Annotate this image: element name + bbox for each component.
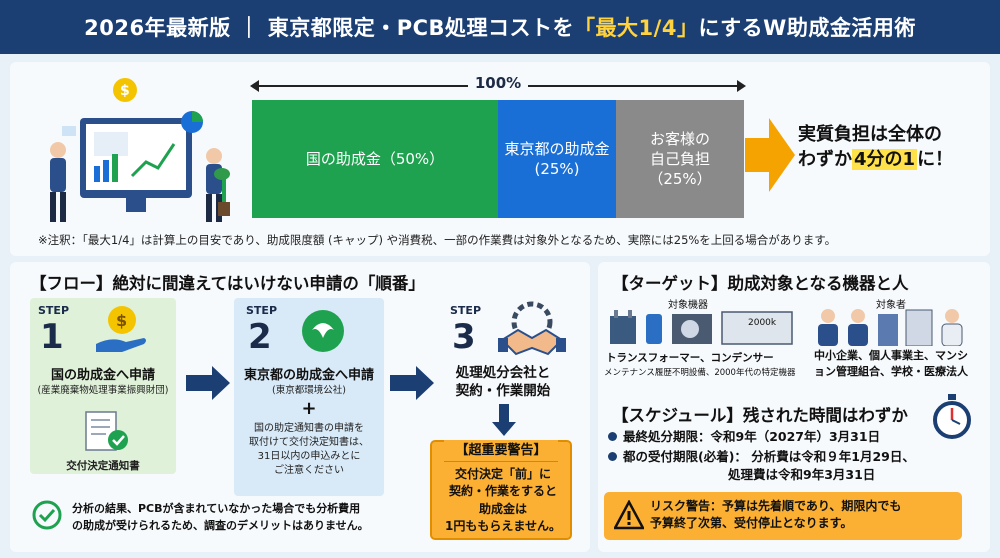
- down-arrow-icon: [492, 404, 516, 436]
- schedule-title: 【スケジュール】残された時間はわずか: [612, 406, 908, 425]
- svg-text:$: $: [116, 311, 127, 330]
- stopwatch-icon: [933, 394, 971, 439]
- step3-title: 処理処分会社と 契約・作業開始: [428, 364, 578, 400]
- step3-number: 3: [452, 317, 476, 357]
- people-icons: [818, 309, 963, 346]
- flow-title: 【フロー】絶対に間違えてはいけない申請の「順番」: [30, 274, 425, 293]
- equipment-heading: 対象機器: [668, 300, 708, 311]
- step3-title-line2: 契約・作業開始: [455, 383, 551, 400]
- flow-arrow-2-icon: [390, 366, 434, 400]
- step2-detail: 国の助定通知書の申請を 取付けて交付決定知書は、 31日以内の申込みとに ご注意…: [234, 422, 384, 478]
- warning-triangle-icon: [614, 500, 644, 530]
- hand-coin-icon: $: [96, 306, 146, 352]
- svg-text:$: $: [120, 83, 130, 99]
- step2-title: 東京都の助成金へ申請: [243, 368, 374, 383]
- step1-number: 1: [40, 317, 64, 357]
- warning-line1: 交付決定「前」に: [454, 467, 551, 481]
- result-line2-after: に！: [917, 149, 954, 171]
- critical-warning-box: 【超重要警告】 交付決定「前」に 契約・作業をすると 助成金は 1円ももらえませ…: [430, 440, 572, 540]
- flow-arrow-1-icon: [186, 366, 230, 400]
- schedule-item1: 最終処分期限：令和9年（2027年）3月31日: [608, 428, 880, 446]
- risk-line1: リスク警告：予算は先着順であり、期限内でも: [650, 499, 902, 513]
- handshake-gear-icon: [498, 301, 566, 356]
- risk-warning-box: リスク警告：予算は先着順であり、期限内でも 予算終了次第、受付停止となります。: [604, 492, 962, 540]
- result-highlight: 4分の1: [852, 149, 918, 171]
- warning-body: 交付決定「前」に 契約・作業をすると 助成金は 1円ももらえません。: [436, 466, 570, 536]
- step3-title-line1: 処理処分会社と: [455, 365, 551, 381]
- business-people-illustration: $: [50, 78, 230, 222]
- equipment-line1: トランスフォーマー、コンデンサー: [606, 352, 774, 364]
- result-line2-before: わずか: [798, 149, 852, 171]
- national-subsidy-label: 国の助成金（50%）: [305, 149, 445, 168]
- analysis-note: 分析の結果、PCBが含まれていなかった場合でも分析費用 の助成が受けられるため、…: [72, 500, 428, 534]
- equipment-icons: [610, 310, 793, 345]
- warning-line2: 契約・作業をすると: [448, 484, 557, 499]
- risk-text: リスク警告：予算は先着順であり、期限内でも 予算終了次第、受付停止となります。: [650, 498, 956, 533]
- analysis-note-line2: の助成が受けられるため、調査のデメリットはありません。: [72, 519, 369, 533]
- people-text: 中小企業、個人事業主、マンシ ョン管理組合、学校・医療法人: [814, 348, 984, 380]
- bullet-icon: [608, 452, 617, 461]
- tokyo-subsidy-percent: (25%): [534, 160, 580, 178]
- step2-detail-line2: 取付けて交付決定知書は、: [249, 437, 369, 448]
- page-header: 2026年最新版 ｜ 東京都限定・PCB処理コストを 「最大1/4」 にするW助…: [0, 0, 1000, 54]
- header-title-after: にするW助成金活用術: [698, 16, 916, 40]
- warning-line3: 助成金は: [478, 501, 527, 516]
- result-line1: 実質負担は全体の: [798, 124, 942, 145]
- step2-plus: +: [301, 398, 317, 419]
- footnote: ※注釈：「最大1/4」は計算上の目安であり、助成限度額 (キャップ) や消費税、…: [38, 233, 837, 247]
- total-percent-label: 100%: [468, 74, 528, 92]
- schedule-item2: 都の受付期限(必着)： 分析費は令和９年1月29日、 処理費は令和9年3月31日: [608, 448, 915, 483]
- target-title: 【ターゲット】助成対象となる機器と人: [612, 274, 909, 293]
- result-arrow-icon: [745, 118, 795, 192]
- step3-label: STEP: [450, 304, 482, 317]
- step1-subtitle: (産業廃棄物処理事業振興財団): [37, 385, 169, 396]
- document-check-icon: [85, 411, 128, 451]
- step2-number: 2: [248, 317, 272, 357]
- step2-detail-line3: 31日以内の申込みとに: [257, 451, 361, 462]
- step2-detail-line1: 国の助定通知書の申請を: [254, 423, 364, 434]
- check-circle-icon: [32, 500, 62, 530]
- warning-title: 【超重要警告】: [444, 440, 558, 462]
- self-burden-percent: （25%）: [648, 170, 712, 189]
- people-line1: 中小企業、個人事業主、マンシ: [814, 349, 968, 362]
- people-line2: ョン管理組合、学校・医療法人: [814, 364, 968, 378]
- national-subsidy-bar: 国の助成金（50%）: [252, 100, 498, 218]
- people-heading: 対象者: [876, 300, 906, 311]
- self-burden-label: お客様の: [649, 129, 710, 148]
- step1-label: STEP: [38, 304, 70, 317]
- schedule-item2-line2: 処理費は令和9年3月31日: [728, 466, 876, 482]
- self-burden-bar: お客様の 自己負担 （25%）: [616, 100, 744, 218]
- tokyo-emblem-icon: [302, 310, 344, 352]
- schedule-item2-line1: 都の受付期限(必着)： 分析費は令和９年1月29日、: [623, 449, 915, 464]
- analysis-note-line1: 分析の結果、PCBが含まれていなかった場合でも分析費用: [72, 502, 361, 515]
- self-burden-label2: 自己負担: [649, 149, 710, 168]
- step2-label: STEP: [246, 304, 278, 317]
- tokyo-subsidy-bar: 東京都の助成金 (25%): [498, 100, 616, 218]
- step1-doc-label: 交付決定通知書: [66, 460, 140, 472]
- step2-detail-line4: ご注意ください: [274, 465, 344, 476]
- header-title-highlight: 「最大1/4」: [574, 16, 699, 40]
- tokyo-subsidy-label: 東京都の助成金: [504, 139, 610, 158]
- step1-title: 国の助成金へ申請: [50, 368, 155, 383]
- header-title-before: 2026年最新版 ｜ 東京都限定・PCB処理コストを: [84, 16, 575, 40]
- step2-subtitle: (東京都環境公社): [272, 385, 346, 396]
- schedule-item1-text: 最終処分期限：令和9年（2027年）3月31日: [623, 429, 881, 444]
- equipment-line2: メンテナンス履歴不明設備、2000年代の特定機器: [604, 368, 796, 378]
- bullet-icon: [608, 432, 617, 441]
- warning-line4: 1円ももらえません。: [445, 519, 561, 534]
- equipment-tag: 2000k: [748, 318, 777, 328]
- risk-line2: 予算終了次第、受付停止となります。: [650, 516, 853, 531]
